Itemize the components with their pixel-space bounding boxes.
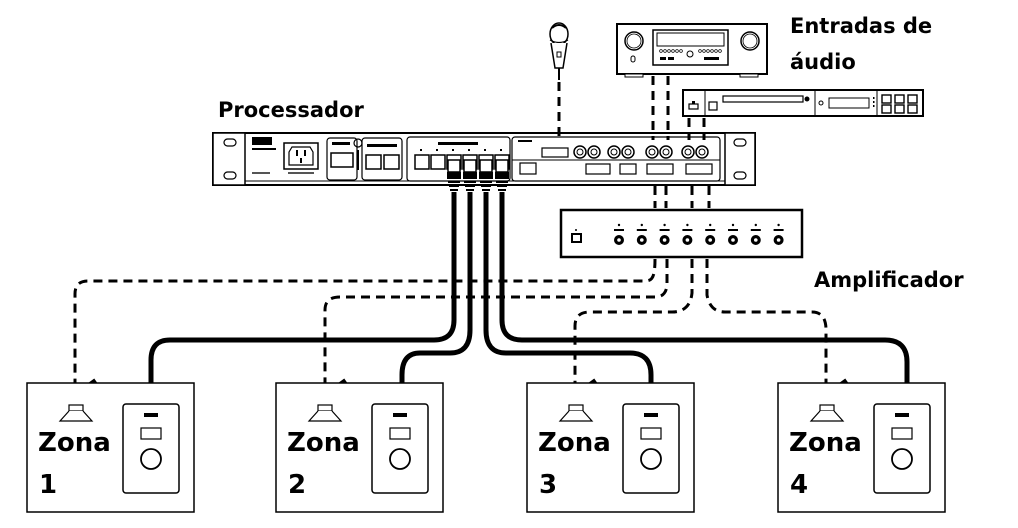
rca-jack bbox=[621, 145, 635, 159]
zone-remote-panel bbox=[371, 403, 429, 494]
power-switch bbox=[571, 233, 582, 243]
rca-jack bbox=[659, 145, 673, 159]
rj45-plug bbox=[479, 159, 493, 173]
volume-knob bbox=[624, 31, 644, 51]
rca-jack bbox=[607, 145, 621, 159]
remote-cable-zone4 bbox=[499, 192, 910, 410]
av-receiver-device bbox=[616, 23, 768, 78]
remote-volume-knob bbox=[891, 448, 913, 470]
disc-tray bbox=[722, 95, 804, 103]
rj45-port bbox=[365, 154, 382, 170]
audio-inputs-label-line2: áudio bbox=[790, 50, 856, 74]
remote-volume-knob bbox=[389, 448, 411, 470]
processor-device bbox=[212, 132, 756, 186]
speaker-icon bbox=[307, 404, 343, 422]
amp-to-zone3-line bbox=[569, 259, 694, 414]
zone-remote-port bbox=[414, 154, 430, 170]
remote-cable-zone1 bbox=[148, 192, 457, 410]
phoenix-connector bbox=[541, 147, 569, 158]
cd-control-button bbox=[881, 94, 892, 104]
rca-jack bbox=[681, 145, 695, 159]
rca-jack bbox=[587, 145, 601, 159]
rack-ear-right bbox=[724, 132, 756, 186]
zone-2 bbox=[275, 382, 444, 513]
cd-control-button bbox=[894, 94, 905, 104]
zone-3 bbox=[526, 382, 695, 513]
remote-selector-button bbox=[389, 427, 411, 440]
audio-inputs-label-line1: Entradas de bbox=[790, 14, 933, 38]
io-panel bbox=[511, 136, 721, 182]
cd-control-button bbox=[894, 104, 905, 114]
amp-to-zone2-line bbox=[319, 259, 669, 414]
zone-label: Zona bbox=[789, 428, 862, 458]
zone-label: Zona bbox=[287, 428, 360, 458]
zone-remote-panel bbox=[873, 403, 931, 494]
amp-to-zone1-line bbox=[69, 258, 657, 414]
rj45-plug bbox=[447, 159, 461, 173]
zone-label: Zona bbox=[538, 428, 611, 458]
remote-volume-knob bbox=[140, 448, 162, 470]
zone-remote-panel bbox=[622, 403, 680, 494]
remote-cable-zone2 bbox=[399, 192, 473, 410]
amp-to-zone4-line bbox=[705, 259, 849, 414]
processor-label: Processador bbox=[218, 98, 364, 122]
amplifier-label: Amplificador bbox=[814, 268, 964, 292]
rca-jack bbox=[645, 145, 659, 159]
amplifier-chassis bbox=[559, 208, 804, 259]
remote-volume-knob bbox=[640, 448, 662, 470]
cd-control-button bbox=[907, 94, 918, 104]
rj45-plug bbox=[463, 159, 477, 173]
zone-4 bbox=[777, 382, 946, 513]
zone-number: 1 bbox=[39, 470, 58, 500]
audio-signal-lines bbox=[69, 76, 849, 414]
speaker-icon bbox=[58, 404, 94, 422]
zone-remote-port bbox=[430, 154, 446, 170]
cd-control-button bbox=[881, 104, 892, 114]
brand-logo bbox=[252, 137, 272, 145]
rj45-port bbox=[383, 154, 400, 170]
rack-ear-left bbox=[212, 132, 246, 186]
cd-player-device bbox=[682, 89, 924, 117]
zone-number: 4 bbox=[790, 470, 809, 500]
speaker-icon bbox=[558, 404, 594, 422]
zone-1 bbox=[26, 382, 195, 513]
rj45-plug bbox=[495, 159, 509, 173]
zone-label: Zona bbox=[38, 428, 111, 458]
speaker-icon bbox=[809, 404, 845, 422]
zone-remote-panel bbox=[122, 403, 180, 494]
rj45-port bbox=[330, 152, 354, 168]
cd-control-button bbox=[907, 104, 918, 114]
amplifier-device bbox=[559, 208, 804, 259]
rca-jack bbox=[695, 145, 709, 159]
remote-selector-button bbox=[140, 427, 162, 440]
remote-selector-button bbox=[640, 427, 662, 440]
zone-remote-cables bbox=[148, 192, 910, 410]
zone-number: 2 bbox=[288, 470, 307, 500]
rca-jack bbox=[573, 145, 587, 159]
input-knob bbox=[740, 31, 760, 51]
remote-cable-zone3 bbox=[483, 192, 654, 410]
microphone-icon bbox=[549, 22, 569, 80]
zone-number: 3 bbox=[539, 470, 558, 500]
remote-selector-button bbox=[891, 427, 913, 440]
